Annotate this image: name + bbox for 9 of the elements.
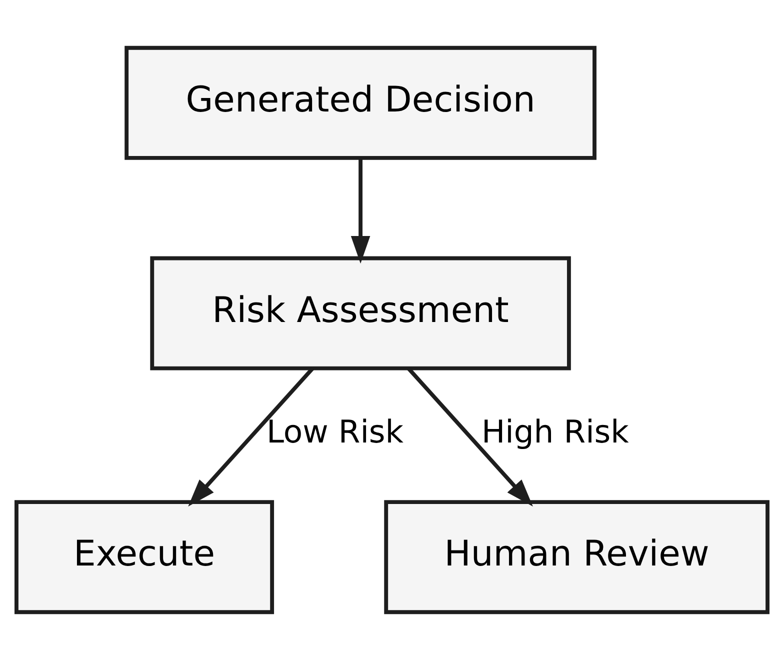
node-box: Generated Decision xyxy=(124,46,596,160)
arrow xyxy=(350,158,370,264)
edge-label: Low Risk xyxy=(266,414,404,451)
node-box: Execute xyxy=(14,500,274,614)
node-box: Human Review xyxy=(384,500,770,614)
edge-label: High Risk xyxy=(481,414,629,451)
arrow xyxy=(188,367,314,506)
node-box: Risk Assessment xyxy=(150,256,571,370)
arrow xyxy=(407,367,533,506)
